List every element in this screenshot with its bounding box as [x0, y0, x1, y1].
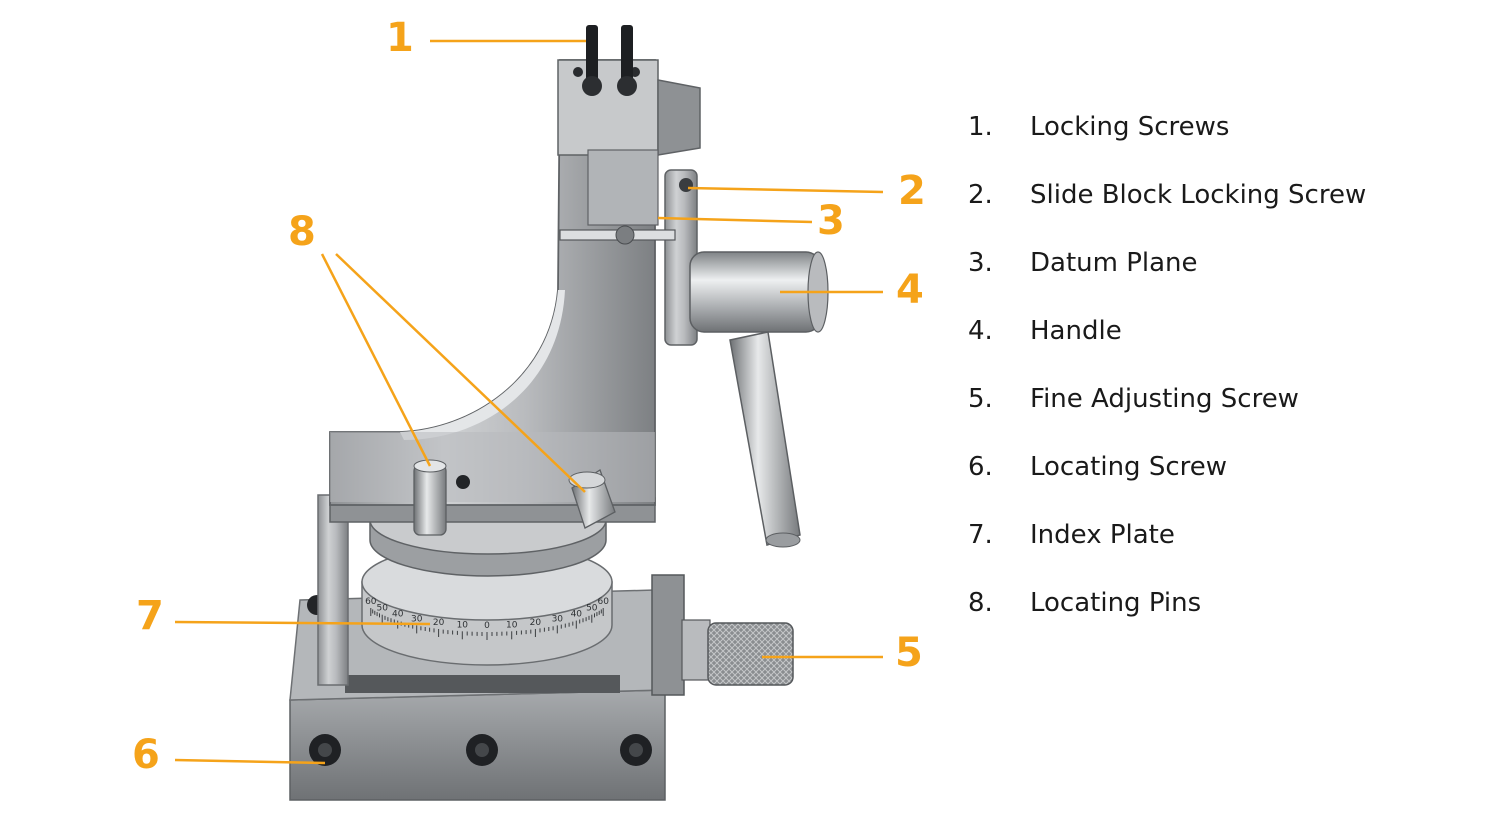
legend-number: 4. [968, 316, 993, 346]
legend-number: 8. [968, 588, 993, 618]
callout-2: 2 [898, 168, 926, 214]
legend-number: 7. [968, 520, 993, 550]
legend-item: 3. Datum Plane [968, 248, 1366, 316]
dial-label: 50 [376, 604, 388, 614]
callout-7: 7 [136, 593, 164, 639]
dial-label: 30 [411, 614, 423, 624]
handle [689, 251, 829, 548]
legend-label: Handle [1030, 316, 1122, 346]
dial-label: 20 [433, 618, 445, 628]
callout-1: 1 [386, 15, 414, 61]
callout-8: 8 [288, 209, 316, 255]
parts-legend: 1. Locking Screws 2. Slide Block Locking S… [968, 112, 1366, 656]
dial-label: 60 [365, 597, 377, 607]
legend-item: 8. Locating Pins [968, 588, 1366, 656]
legend-item: 1. Locking Screws [968, 112, 1366, 180]
left-guide-plate [317, 494, 349, 686]
dial-label: 20 [530, 618, 542, 628]
legend-item: 4. Handle [968, 316, 1366, 384]
legend-number: 5. [968, 384, 993, 414]
fine-adjusting-screw [651, 574, 794, 696]
callout-3: 3 [817, 198, 845, 244]
legend-number: 2. [968, 180, 993, 210]
legend-number: 1. [968, 112, 993, 142]
dial-label: 0 [484, 621, 490, 631]
index-plate-ticks [370, 608, 604, 640]
dial-label: 50 [586, 604, 598, 614]
legend-label: Index Plate [1030, 520, 1175, 550]
dial-label: 60 [597, 597, 609, 607]
top-head-block [557, 59, 701, 226]
callout-5: 5 [895, 630, 923, 676]
leader-lines [174, 39, 884, 765]
locating-screws [307, 595, 652, 766]
legend-item: 5. Fine Adjusting Screw [968, 384, 1366, 452]
legend-item: 7. Index Plate [968, 520, 1366, 588]
arc-bracket [329, 59, 656, 506]
dial-label: 30 [552, 614, 564, 624]
legend-number: 6. [968, 452, 993, 482]
dial-label: 10 [457, 620, 469, 630]
legend-number: 3. [968, 248, 993, 278]
legend-label: Locking Screws [1030, 112, 1230, 142]
legend-label: Fine Adjusting Screw [1030, 384, 1299, 414]
legend-label: Locating Pins [1030, 588, 1202, 618]
legend-label: Locating Screw [1030, 452, 1228, 482]
locking-screws [582, 25, 637, 96]
callout-4: 4 [896, 267, 924, 313]
legend-item: 2. Slide Block Locking Screw [968, 180, 1366, 248]
dial-label: 40 [571, 610, 583, 620]
legend-label: Slide Block Locking Screw [1030, 180, 1367, 210]
dial-label: 10 [506, 620, 518, 630]
slide-block [559, 169, 698, 346]
callout-6: 6 [132, 732, 160, 778]
legend-item: 6. Locating Screw [968, 452, 1366, 520]
dial-label: 40 [392, 610, 404, 620]
legend-label: Datum Plane [1030, 248, 1198, 278]
